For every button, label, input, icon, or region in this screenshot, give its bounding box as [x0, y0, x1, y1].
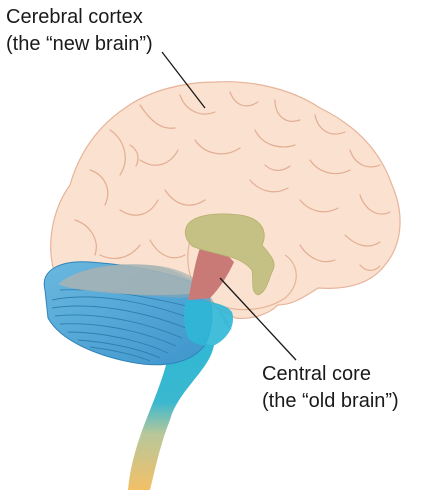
midbrain — [184, 300, 233, 346]
central-core-label: Central core (the “old brain”) — [262, 361, 399, 415]
core-label-line1: Central core — [262, 361, 399, 388]
cerebral-cortex-label: Cerebral cortex (the “new brain”) — [6, 4, 153, 58]
core-label-line2: (the “old brain”) — [262, 388, 399, 415]
cortex-label-line1: Cerebral cortex — [6, 4, 153, 31]
cortex-label-line2: (the “new brain”) — [6, 31, 153, 58]
